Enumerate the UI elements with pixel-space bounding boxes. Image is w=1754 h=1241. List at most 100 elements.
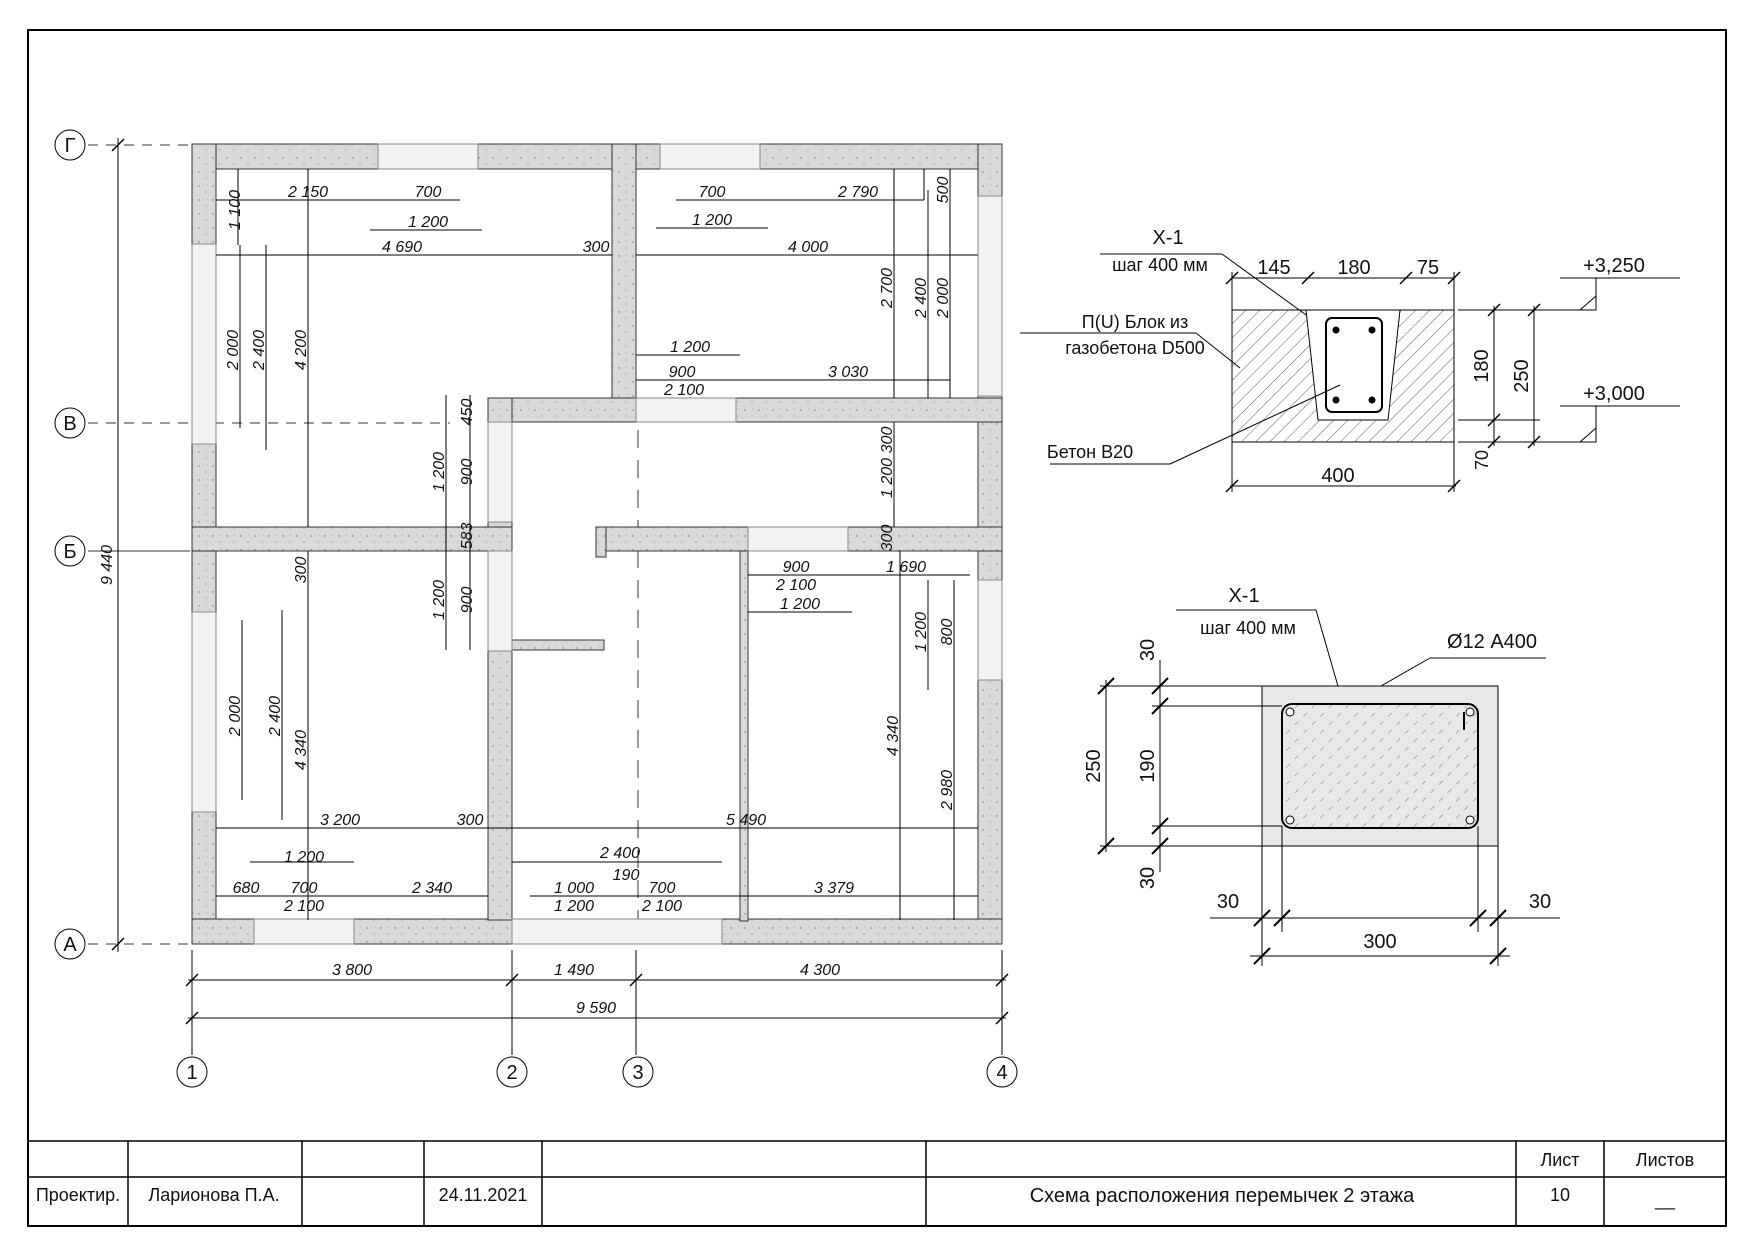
section1-h70: 70 [1472, 450, 1492, 470]
dim-2100-b: 2 100 [775, 577, 816, 594]
interior-dim-lines [216, 169, 978, 920]
dim-4340-b: 4 340 [293, 730, 310, 770]
dim-2000-b: 2 000 [935, 278, 952, 319]
dim-700-b: 700 [699, 184, 726, 201]
dim-700-a: 700 [415, 184, 442, 201]
section2-rebar: Ø12 А400 [1447, 631, 1537, 653]
dim-300-e: 300 [457, 812, 484, 829]
section1-level-bottom: +3,000 [1583, 383, 1645, 405]
section2-h250: 250 [1083, 749, 1105, 782]
section2-w30a: 30 [1217, 891, 1239, 913]
section2-mark: Х-1 [1228, 585, 1259, 607]
title-block: Проектир. Ларионова П.А. 24.11.2021 Схем… [28, 1140, 1726, 1226]
dim-2000-a: 2 000 [225, 330, 242, 371]
axis-row-V-label: В [63, 413, 76, 435]
titleblock-sheets-label: Листов [1636, 1150, 1694, 1170]
section1-w180: 180 [1337, 257, 1370, 279]
axis-col-4: 4 [986, 1056, 1018, 1088]
dim-2400-d: 2 400 [599, 845, 640, 862]
axis-col-4-label: 4 [996, 1062, 1007, 1084]
axis-col-2-label: 2 [506, 1062, 517, 1084]
dim-2790: 2 790 [837, 184, 878, 201]
section1-h180: 180 [1471, 349, 1493, 382]
dim-2980: 2 980 [939, 770, 956, 811]
section1-h250: 250 [1511, 359, 1533, 392]
titleblock-sheets-total: __ [1654, 1190, 1676, 1211]
axis-col-2: 2 [496, 1056, 528, 1088]
dim-583: 583 [459, 523, 476, 550]
dim-1200-j: 1 200 [554, 898, 594, 915]
dim-2100-a: 2 100 [663, 382, 704, 399]
dim-span-3-4: 4 300 [800, 962, 840, 979]
dim-1200-d: 1 200 [431, 452, 448, 492]
sheet-frame [27, 29, 1727, 1227]
dim-2100-c: 2 100 [283, 898, 324, 915]
dim-3200: 3 200 [320, 812, 360, 829]
dim-1100: 1 100 [227, 190, 244, 230]
dim-1690: 1 690 [886, 559, 926, 576]
dim-span-2-3: 1 490 [554, 962, 594, 979]
axis-row-A: А [54, 928, 86, 960]
dim-3379: 3 379 [814, 880, 854, 897]
dim-overall-width: 9 590 [576, 1000, 616, 1017]
axis-row-B: Б [54, 535, 86, 567]
titleblock-sheet-number: 10 [1550, 1185, 1570, 1205]
section1-level-top: +3,250 [1583, 255, 1645, 277]
dim-900-a: 900 [669, 364, 696, 381]
dim-800: 800 [939, 619, 956, 646]
dim-2340: 2 340 [411, 880, 452, 897]
dim-680: 680 [233, 880, 260, 897]
dim-190: 190 [613, 867, 640, 884]
axis-row-G-label: Г [65, 135, 76, 157]
titleblock-title: Схема расположения перемычек 2 этажа [1030, 1185, 1415, 1207]
axis-row-G: Г [54, 129, 86, 161]
axis-row-B-label: Б [63, 541, 76, 563]
dim-300-b: 300 [293, 557, 310, 584]
section1-block-label-1: П(U) Блок из [1082, 312, 1188, 332]
dim-3030: 3 030 [828, 364, 868, 381]
dim-4690: 4 690 [382, 239, 422, 256]
dim-4340-a: 4 340 [885, 716, 902, 756]
section2-step: шаг 400 мм [1200, 618, 1296, 638]
dim-900-b: 900 [459, 459, 476, 486]
titleblock-role: Проектир. [36, 1185, 120, 1205]
titleblock-sheet-label: Лист [1540, 1150, 1579, 1170]
dim-2400-a: 2 400 [251, 330, 268, 371]
dim-1200-b: 1 200 [692, 212, 732, 229]
axis-col-3: 3 [622, 1056, 654, 1088]
dim-4200: 4 200 [293, 330, 310, 370]
dim-2100-d: 2 100 [641, 898, 682, 915]
axis-row-A-label: А [63, 934, 77, 956]
dim-2400-b: 2 400 [913, 278, 930, 319]
section1-width400: 400 [1321, 465, 1354, 487]
dim-overall-height: 9 440 [99, 545, 116, 585]
titleblock-name: Ларионова П.А. [148, 1185, 279, 1205]
dim-450: 450 [459, 399, 476, 426]
section1-w75: 75 [1417, 257, 1439, 279]
axis-col-1: 1 [176, 1056, 208, 1088]
dim-1200-a: 1 200 [408, 214, 448, 231]
lintel-section-1: Х-1 шаг 400 мм 145 180 75 П(U) Блок из г… [1020, 227, 1680, 493]
dim-1000: 1 000 [554, 880, 594, 897]
axis-col-3-label: 3 [632, 1062, 643, 1084]
dim-2150: 2 150 [287, 184, 328, 201]
section2-h30a: 30 [1137, 639, 1159, 661]
dim-1200-f: 1 200 [879, 458, 896, 498]
section1-block-label-2: газобетона D500 [1065, 338, 1205, 358]
section1-mark: Х-1 [1152, 227, 1183, 249]
dim-2400-c: 2 400 [267, 696, 284, 737]
section2-h30b: 30 [1137, 867, 1159, 889]
dim-2000-c: 2 000 [227, 696, 244, 737]
section1-step: шаг 400 мм [1112, 255, 1208, 275]
dim-4000: 4 000 [788, 239, 828, 256]
dim-1200-e: 1 200 [431, 580, 448, 620]
axis-row-V: В [54, 407, 86, 439]
dim-1200-h: 1 200 [913, 612, 930, 652]
dim-500: 500 [935, 177, 952, 204]
dim-1200-c: 1 200 [670, 339, 710, 356]
titleblock-date: 24.11.2021 [439, 1185, 528, 1205]
dim-900-c: 900 [459, 587, 476, 614]
section2-w30b: 30 [1529, 891, 1551, 913]
dim-1200-g: 1 200 [780, 596, 820, 613]
